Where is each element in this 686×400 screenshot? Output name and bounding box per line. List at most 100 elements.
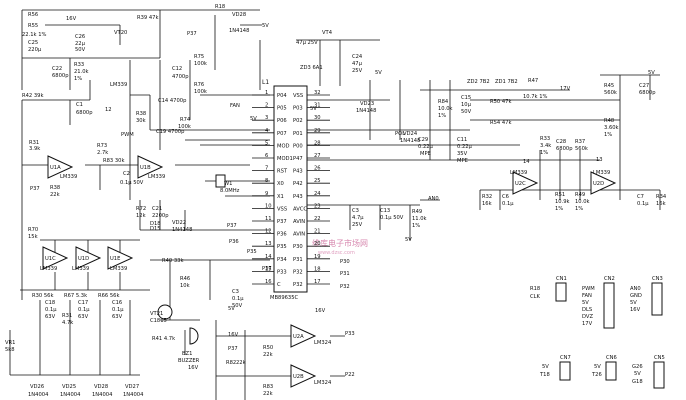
watermark-text: 维库电子市场网 <box>312 238 368 248</box>
component-label: 560k <box>575 146 588 152</box>
mcu-pin-name: AVCC <box>293 206 307 212</box>
component-label: 63V <box>45 314 56 320</box>
component-label: R67 5.3k <box>64 293 87 299</box>
component-label: VD25 <box>62 384 76 390</box>
component-label: C12 <box>172 66 182 72</box>
component-label: 10μ <box>461 102 472 108</box>
component-label: 5V <box>582 300 589 306</box>
component-label: LM339 <box>60 174 77 180</box>
right-comparator-wire <box>479 74 661 210</box>
component-label: R33 <box>74 62 84 68</box>
mcu-pin-number: 4 <box>265 128 269 134</box>
component-label: 10.7k 1% <box>523 94 548 100</box>
component-label: 22k <box>50 192 60 198</box>
mcu-pin-number: 1 <box>265 90 268 96</box>
component-label: VD23 <box>360 101 374 107</box>
component-label: BZ1 <box>182 351 192 357</box>
component-label: R56 <box>28 12 38 18</box>
mcu-pin-number: 2 <box>265 103 268 109</box>
component-label: C25 <box>28 40 38 46</box>
component-label: 0.22μ <box>418 144 434 150</box>
mcu-pin-number: 25 <box>314 178 321 184</box>
diode-bank-wire <box>9 300 140 376</box>
component-label: 16V <box>315 308 326 314</box>
mcu-pin-number: 28 <box>314 140 321 146</box>
component-label: VT4 <box>322 30 333 36</box>
connector-cn3 <box>651 282 663 316</box>
component-label: 16V <box>66 16 77 22</box>
component-label: W1 <box>224 181 232 187</box>
mcu-pin-name: P03 <box>293 106 303 112</box>
component-label: 17V <box>560 86 571 92</box>
component-label: 1N4004 <box>123 392 144 398</box>
component-label: T26 <box>591 372 602 378</box>
op-amp-u1d: U1D <box>75 246 102 270</box>
component-label: 21.0k <box>74 69 89 75</box>
component-label: 5k8 <box>5 347 15 353</box>
component-label: 10k <box>180 283 190 289</box>
svg-text:U1E: U1E <box>110 256 120 262</box>
component-label: 10.0k <box>438 106 453 112</box>
component-label: R50 <box>263 345 273 351</box>
component-label: R76 <box>194 82 204 88</box>
component-label: 0.1μ 50V <box>120 180 144 186</box>
component-label: ZD2 7B2 <box>467 79 490 85</box>
component-label: 1N4004 <box>92 392 113 398</box>
mcu-pin-number: 17 <box>314 279 321 285</box>
component-label: P22 <box>345 372 355 378</box>
component-label: 6800p <box>556 146 573 152</box>
mcu-pin-name: P07 <box>277 131 287 137</box>
component-label: C28 <box>556 139 566 145</box>
component-label: 0.1μ <box>112 307 124 313</box>
component-label: 47μ <box>352 61 363 67</box>
component-label: FAN <box>582 293 592 299</box>
component-label: 1% <box>540 150 548 156</box>
component-label: R37 <box>575 139 585 145</box>
mcu-pin-name: P47 <box>293 156 303 162</box>
component-label: 5V <box>262 23 269 29</box>
mcu-pin-name: P00 <box>293 143 303 149</box>
mcu-pin-number: 6 <box>265 153 268 159</box>
mcu-pin-number: 3 <box>265 115 268 121</box>
mcu-pin-number: 13 <box>265 241 272 247</box>
component-label: C22 <box>52 66 62 72</box>
op-amp-u1a: U1A <box>47 155 74 179</box>
component-label: 1% <box>438 113 446 119</box>
component-label: 0.1μ <box>232 296 244 302</box>
component-label: 3.4k <box>540 143 551 149</box>
component-label: P37 <box>187 31 197 37</box>
component-label: 16V <box>630 307 641 313</box>
component-label: R51 <box>555 192 565 198</box>
component-label: 0.22μ <box>457 144 473 150</box>
component-label: AN0 <box>630 286 641 292</box>
component-label: 50V <box>461 109 472 115</box>
mcu-pin-name: P43 <box>293 194 303 200</box>
component-label: 63V <box>112 314 123 320</box>
component-label: 47μ 25V <box>296 40 318 46</box>
component-label: R83 <box>263 384 273 390</box>
component-label: R33 <box>540 136 550 142</box>
component-label: 1N4004 <box>60 392 81 398</box>
mcu-pin-number: 18 <box>314 266 321 272</box>
op-amp-u2a: U2A <box>290 324 317 348</box>
component-label: C1 <box>76 102 83 108</box>
net-label: P30 <box>340 259 350 265</box>
component-label: R49 <box>575 192 585 198</box>
component-label: R49 <box>412 209 422 215</box>
component-label: 22k <box>236 360 246 366</box>
mcu-pin-number: 10 <box>265 203 272 209</box>
component-label: LM339 <box>72 266 89 272</box>
component-label: CLK <box>530 294 541 300</box>
component-label: C27 <box>639 83 649 89</box>
mcu-pin-name: AVIN <box>293 219 305 225</box>
component-label: R31 <box>62 313 72 319</box>
component-label: 10.0k <box>575 199 590 205</box>
cn6-label: CN6 <box>606 355 617 361</box>
connector-cn1 <box>555 282 567 302</box>
component-label: 1% <box>555 206 563 212</box>
component-label: C1815 <box>150 318 167 324</box>
vt4-wire <box>259 39 390 101</box>
mcu-pin-name: P32 <box>293 282 303 288</box>
component-label: 5V <box>634 371 641 377</box>
